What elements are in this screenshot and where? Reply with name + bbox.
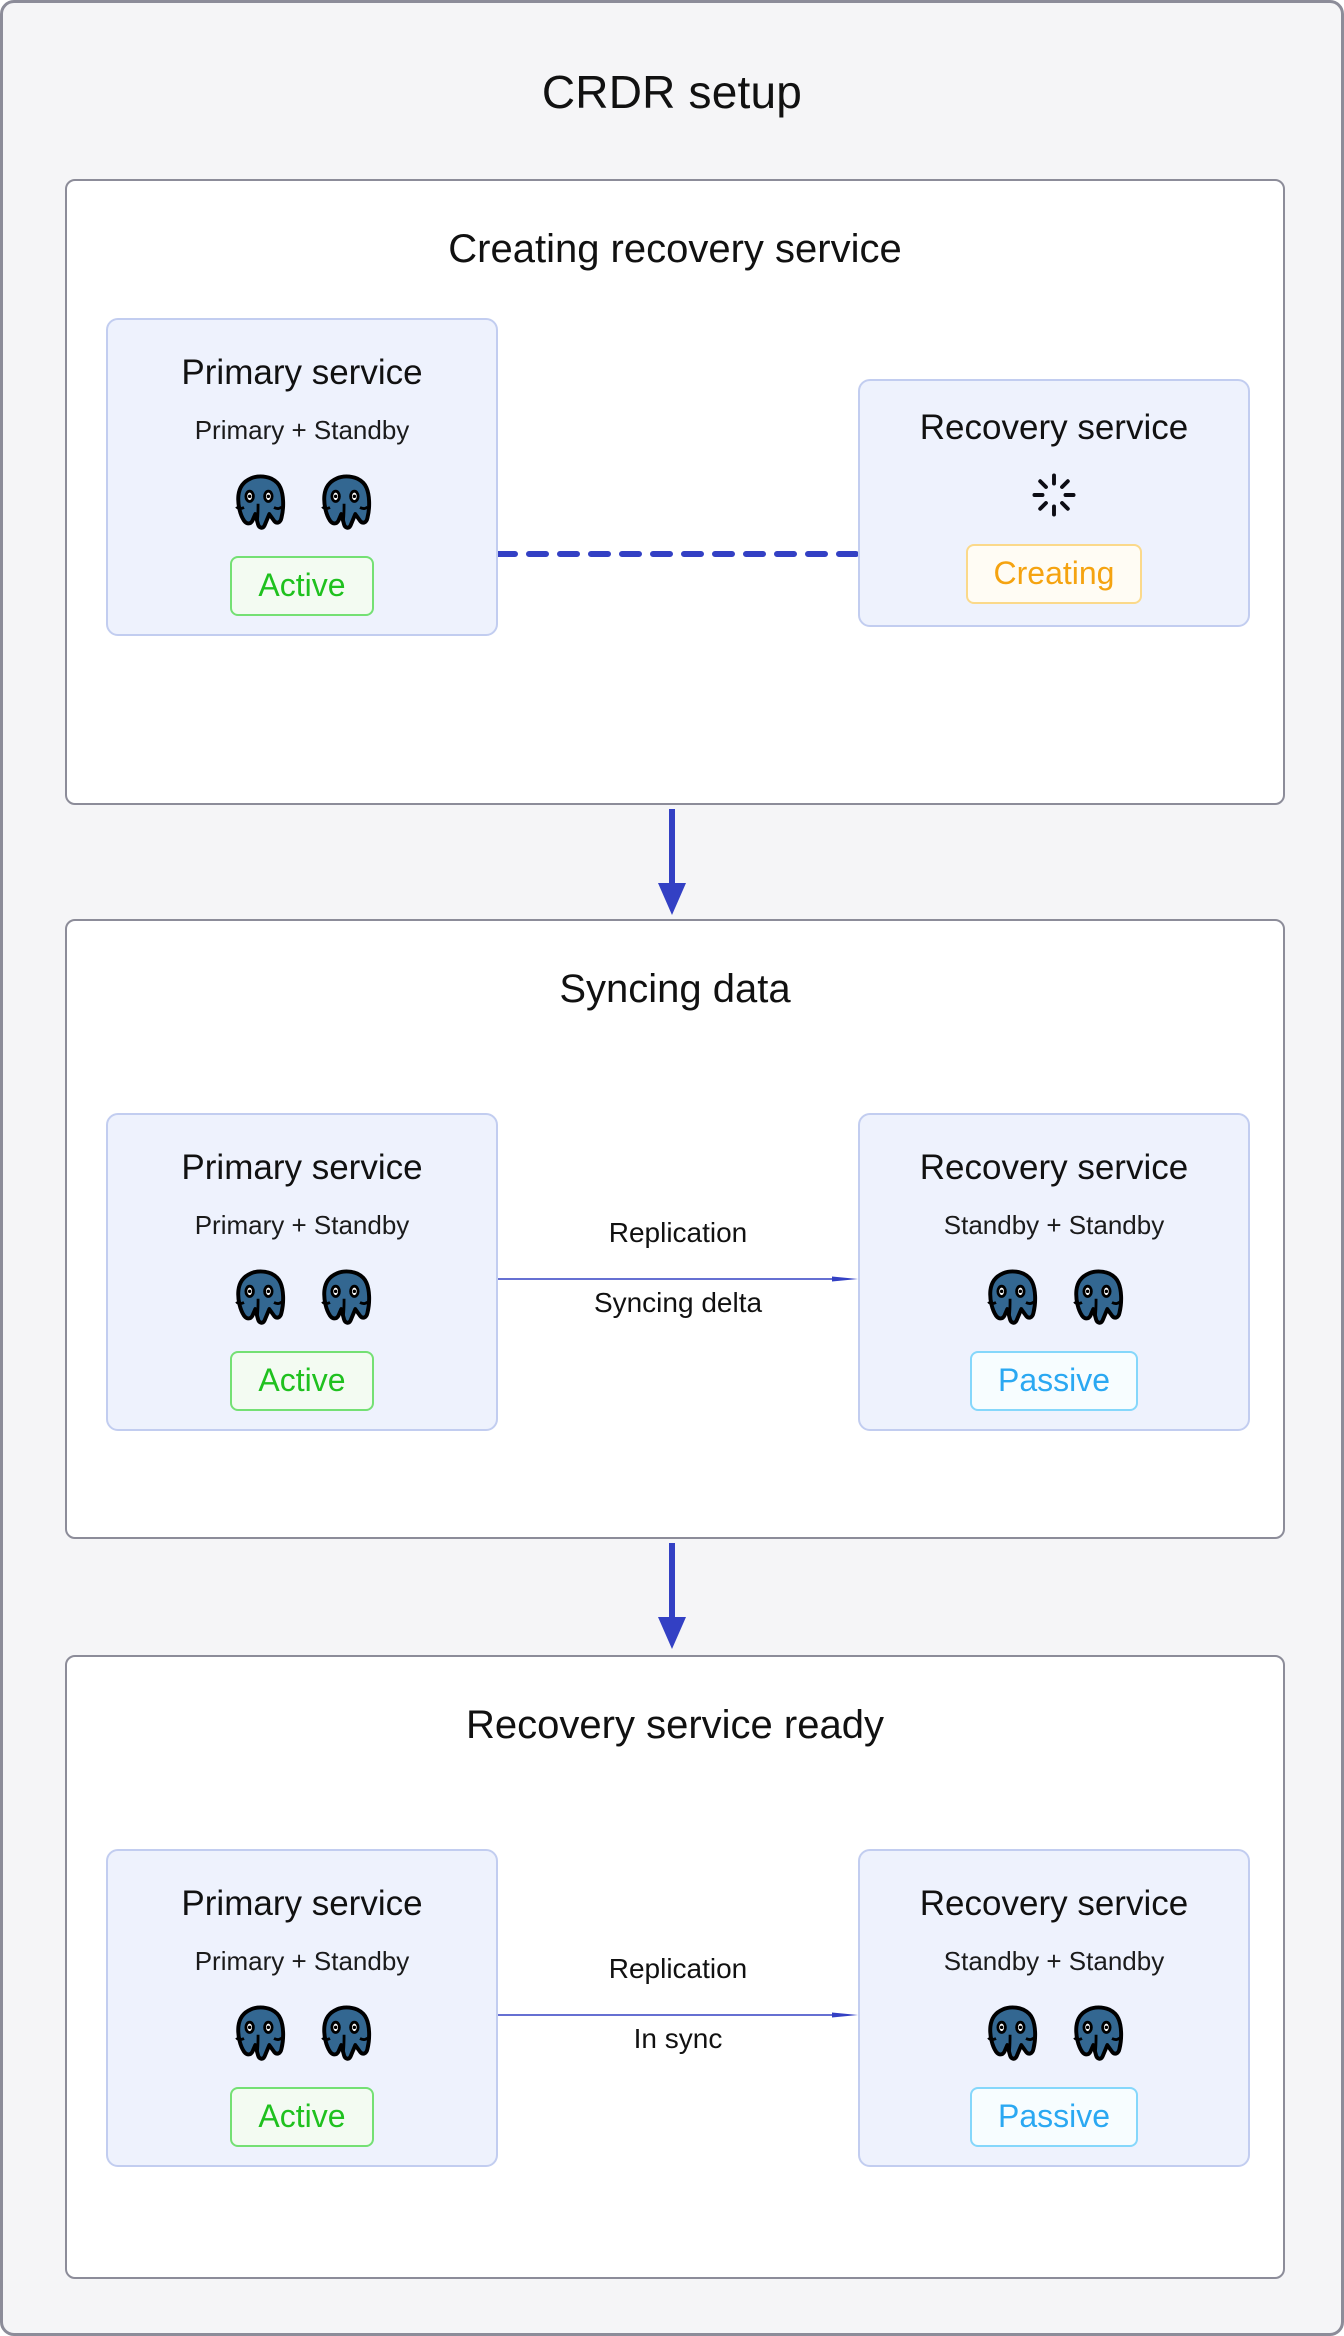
- stage-panel-syncing: Syncing data Primary service Primary + S…: [65, 919, 1285, 1539]
- node-row: [229, 472, 375, 530]
- service-name: Recovery service: [919, 408, 1189, 447]
- postgresql-elephant-icon: [235, 473, 286, 530]
- stage-panel-ready: Recovery service ready Primary service P…: [65, 1655, 1285, 2279]
- status-badge-active: Active: [230, 555, 374, 617]
- postgresql-elephant-icon: [987, 2004, 1038, 2061]
- service-name: Primary service: [181, 1148, 423, 1187]
- service-roles: Primary + Standby: [194, 1945, 410, 1976]
- replication-arrow: [498, 1269, 858, 1282]
- sync-status-label: In sync: [633, 2023, 723, 2054]
- status-badge-creating: Creating: [965, 543, 1143, 605]
- primary-service-card[interactable]: Primary service Primary + Standby: [106, 1113, 498, 1431]
- service-name: Recovery service: [919, 1148, 1189, 1187]
- service-roles: Standby + Standby: [943, 1209, 1165, 1240]
- node-row: [229, 2003, 375, 2061]
- primary-service-card[interactable]: Primary service Primary + Standby: [106, 318, 498, 636]
- stage-title: Syncing data: [559, 967, 791, 1011]
- node-row: [981, 1267, 1127, 1325]
- stage-panel-creating: Creating recovery service Primary servic…: [65, 179, 1285, 805]
- diagram-title: CRDR setup: [541, 66, 803, 118]
- replication-arrow: [498, 2005, 858, 2018]
- recovery-service-card[interactable]: Recovery service Creating: [858, 379, 1250, 627]
- postgresql-elephant-icon: [1073, 2004, 1124, 2061]
- node-row: [981, 2003, 1127, 2061]
- stage-title: Creating recovery service: [448, 227, 902, 271]
- flow-arrow-down: [652, 1543, 692, 1655]
- postgresql-elephant-icon: [235, 2004, 286, 2061]
- postgresql-elephant-icon: [321, 1268, 372, 1325]
- postgresql-elephant-icon: [321, 473, 372, 530]
- stage-title: Recovery service ready: [466, 1703, 884, 1747]
- recovery-service-card[interactable]: Recovery service Standby + Standby: [858, 1113, 1250, 1431]
- status-badge-passive: Passive: [969, 2086, 1139, 2148]
- status-badge-active: Active: [230, 1350, 374, 1412]
- recovery-service-card[interactable]: Recovery service Standby + Standby: [858, 1849, 1250, 2167]
- service-roles: Standby + Standby: [943, 1945, 1165, 1976]
- service-roles: Primary + Standby: [194, 414, 410, 445]
- replication-label: Replication: [608, 1953, 748, 1984]
- loading-spinner-icon: [1032, 472, 1076, 517]
- replication-label: Replication: [608, 1217, 748, 1248]
- postgresql-elephant-icon: [987, 1268, 1038, 1325]
- node-row: [229, 1267, 375, 1325]
- replication-link-dashed: [495, 544, 861, 557]
- sync-status-label: Syncing delta: [593, 1287, 763, 1318]
- service-name: Primary service: [181, 353, 423, 392]
- postgresql-elephant-icon: [235, 1268, 286, 1325]
- postgresql-elephant-icon: [1073, 1268, 1124, 1325]
- service-roles: Primary + Standby: [194, 1209, 410, 1240]
- service-name: Primary service: [181, 1884, 423, 1923]
- flow-arrow-down: [652, 809, 692, 921]
- service-name: Recovery service: [919, 1884, 1189, 1923]
- primary-service-card[interactable]: Primary service Primary + Standby: [106, 1849, 498, 2167]
- status-badge-passive: Passive: [969, 1350, 1139, 1412]
- status-badge-active: Active: [230, 2086, 374, 2148]
- postgresql-elephant-icon: [321, 2004, 372, 2061]
